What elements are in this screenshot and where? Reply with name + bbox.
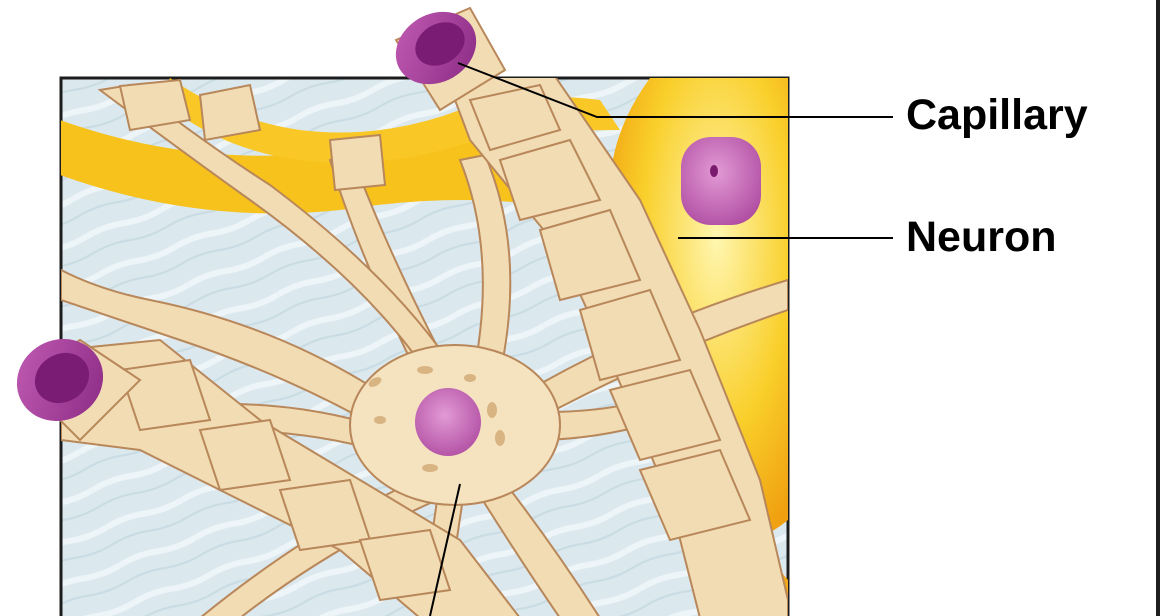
- right-edge-border: [1156, 0, 1160, 616]
- label-neuron: Neuron: [906, 216, 1057, 259]
- astrocyte-nucleus: [415, 388, 481, 456]
- neuron-nucleolus: [710, 165, 718, 177]
- neuron-nucleus: [681, 137, 761, 225]
- label-capillary: Capillary: [906, 94, 1088, 137]
